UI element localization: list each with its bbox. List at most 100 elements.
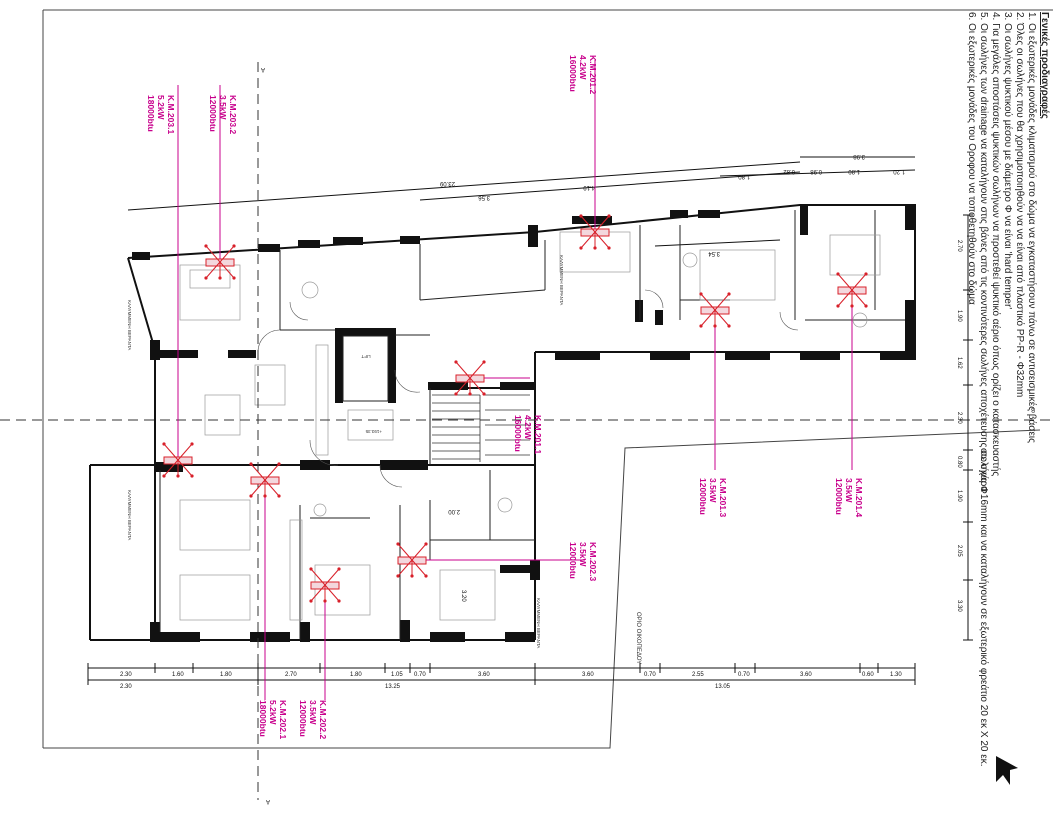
airflow-arrow-icon	[324, 568, 340, 586]
ac-unit-label: 4.2kW	[578, 55, 588, 81]
airflow-arrow-head-icon	[864, 304, 868, 308]
dim-bottom-4: 1.80	[350, 672, 362, 678]
airflow-arrow-head-icon	[468, 392, 472, 396]
dim-bottom-0: 2.30	[120, 672, 132, 678]
airflow-arrow-head-icon	[579, 214, 583, 218]
section-a-top: A	[261, 66, 265, 72]
airflow-arrow-head-icon	[232, 276, 236, 280]
door-swings	[257, 289, 799, 488]
note-1: 1. Οι εξωτερικές μονάδες κλιματισμού στο…	[1026, 12, 1037, 443]
interior-walls	[159, 210, 905, 640]
ac-unit-label: 3.5kW	[308, 700, 318, 726]
airflow-arrow-head-icon	[323, 599, 327, 603]
ac-unit-label: 3.5kW	[218, 95, 228, 121]
airflow-arrow-head-icon	[162, 474, 166, 478]
note-4: 4. Για μεγάλες αποστάσεις ψυκτικών σωλήν…	[990, 12, 1001, 477]
airflow-arrow-icon	[310, 568, 326, 586]
dim-right-6: 2.05	[956, 545, 962, 557]
airflow-arrow-icon	[264, 463, 280, 481]
ac-unit-label: 18000btu	[146, 95, 156, 132]
airflow-arrow-head-icon	[190, 474, 194, 478]
lift-label: LIFT	[361, 354, 371, 359]
airflow-arrow-icon	[324, 584, 340, 602]
ac-unit-label: 5.2kW	[268, 700, 278, 726]
ac-unit-label: 3.5kW	[578, 542, 588, 568]
ac-unit-label: 16000btu	[568, 55, 578, 92]
airflow-arrow-head-icon	[396, 574, 400, 578]
dim-top-5: 1.80	[738, 173, 750, 179]
airflow-arrow-icon	[851, 289, 867, 307]
section-markers: A A B	[261, 66, 1035, 804]
dim-right-1: 1.90	[956, 310, 962, 322]
airflow-arrow-icon	[219, 245, 235, 263]
dim-right-3: 2.30	[956, 412, 962, 424]
ac-unit-label: K.M.203.1	[166, 95, 176, 134]
ac-unit-label: K.M.201.3	[718, 478, 728, 517]
airflow-arrow-head-icon	[396, 542, 400, 546]
ac-unit-label: 16000btu	[513, 415, 523, 452]
airflow-arrow-icon	[851, 273, 867, 291]
airflow-arrow-head-icon	[699, 324, 703, 328]
dim-top-4: 3.98	[853, 153, 865, 159]
dim-bottom-9: 0.70	[644, 672, 656, 678]
ac-unit-label: 12000btu	[698, 478, 708, 515]
airflow-arrow-head-icon	[277, 494, 281, 498]
airflow-arrow-icon	[397, 559, 413, 577]
ac-unit-label: 18000btu	[258, 700, 268, 737]
airflow-arrow-head-icon	[607, 246, 611, 250]
airflow-arrow-head-icon	[277, 462, 281, 466]
airflow-arrow-head-icon	[482, 360, 486, 364]
airflow-arrow-head-icon	[593, 246, 597, 250]
airflow-arrow-icon	[205, 261, 221, 279]
airflow-arrow-icon	[455, 361, 471, 379]
airflow-arrow-icon	[700, 293, 716, 311]
ac-unit-label: K.M.202.1	[278, 700, 288, 739]
airflow-arrow-head-icon	[727, 324, 731, 328]
wall-blocks	[132, 205, 915, 642]
ac-unit-label: K.M.201.1	[533, 415, 543, 454]
dim-bottom-7: 3.60	[478, 672, 490, 678]
ac-unit-label: 3.5kW	[708, 478, 718, 504]
airflow-arrow-head-icon	[162, 442, 166, 446]
ac-unit-label: 3.5kW	[844, 478, 854, 504]
note-6: 6. Οι εξωτερικές μονάδες του Οροφου να τ…	[966, 12, 977, 305]
airflow-arrow-head-icon	[249, 462, 253, 466]
airflow-arrow-head-icon	[850, 304, 854, 308]
airflow-arrow-icon	[580, 231, 596, 249]
ac-unit-label: 12000btu	[298, 700, 308, 737]
dim-right-5: 1.90	[956, 490, 962, 502]
airflow-arrow-icon	[700, 309, 716, 327]
lift-shaft: LIFT	[342, 335, 389, 402]
dim-top-3: 3.54	[708, 250, 720, 256]
airflow-arrow-icon	[177, 443, 193, 461]
ac-units-layer: K.M.201.24.2kW16000btuK.M.203.23.5kW1200…	[146, 55, 868, 739]
dim-bottom-10: 2.55	[692, 672, 704, 678]
right-dimension-line	[963, 214, 973, 641]
balcony-label-3: ΚΑΛΥΜΜΕΝΗ ΒΕΡΑΝΤΑ	[559, 255, 564, 305]
dim-bottom-11: 0.70	[738, 672, 750, 678]
airflow-arrow-icon	[177, 459, 193, 477]
top-dimensions	[127, 156, 916, 247]
balcony-label-2: ΚΑΛΥΜΜΕΝΗ ΒΕΡΑΝΤΑ	[127, 490, 132, 540]
airflow-arrow-head-icon	[218, 276, 222, 280]
airflow-arrow-icon	[411, 559, 427, 577]
dim-right-7: 3.30	[956, 600, 962, 612]
bottom-dimension-ticks	[87, 663, 916, 685]
plot-boundary-label: ΟΡΙΟ ΟΙΚΟΠΕΔΟΥ	[635, 612, 641, 664]
airflow-arrow-head-icon	[190, 442, 194, 446]
ac-unit-label: K.M.203.2	[228, 95, 238, 134]
section-b: B	[1031, 406, 1035, 412]
ac-unit-label: 12000btu	[208, 95, 218, 132]
dim-bottom-6: 0.70	[414, 672, 426, 678]
dim-top-0: 23.09	[439, 180, 455, 186]
dim-right-2: 1.62	[956, 357, 962, 369]
airflow-arrow-icon	[837, 289, 853, 307]
dim-bottom-12: 3.60	[800, 672, 812, 678]
airflow-arrow-head-icon	[204, 276, 208, 280]
dim-bottom2-0: 2.30	[120, 684, 132, 690]
dim-top-6: 0.82	[783, 168, 795, 174]
